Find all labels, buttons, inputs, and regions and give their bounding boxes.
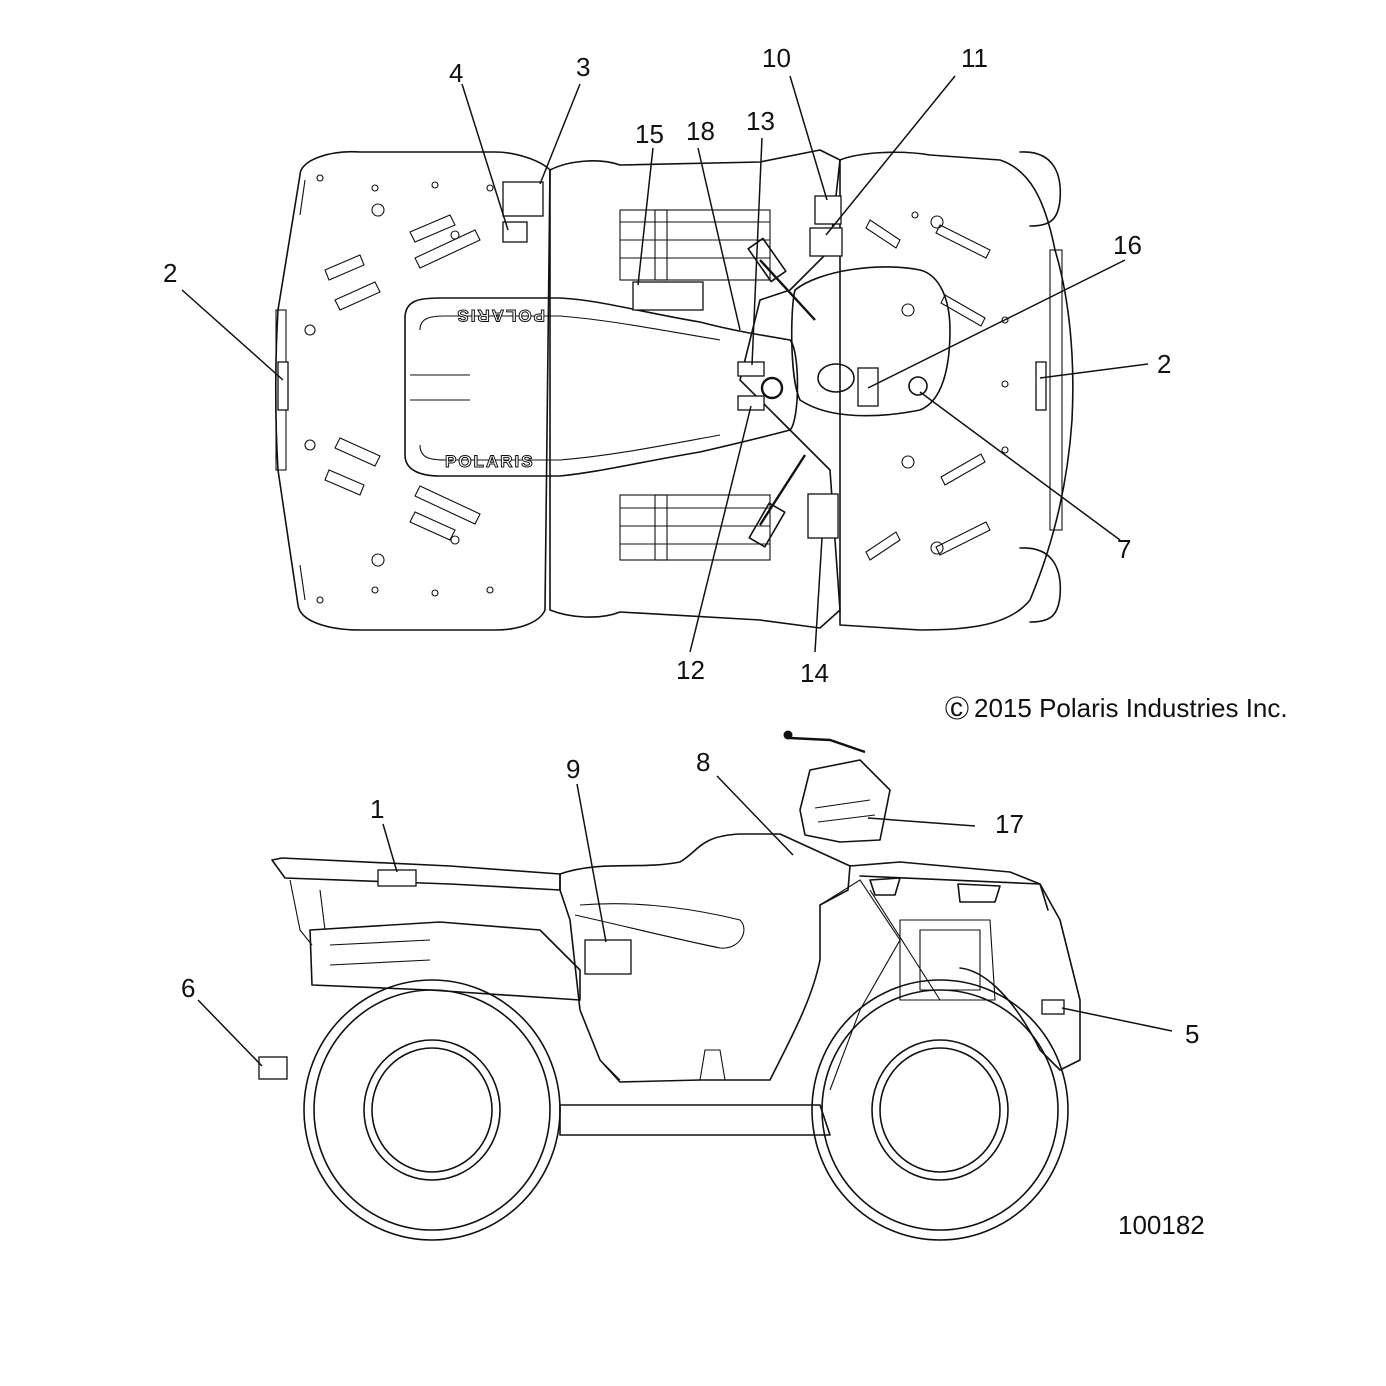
rear-fender-edge	[299, 179, 306, 601]
rear-fender-vents	[324, 214, 481, 541]
decal-6	[258, 1056, 288, 1080]
decal-11	[809, 227, 843, 257]
seat-inner	[419, 315, 721, 461]
callout-5: 5	[1185, 1019, 1199, 1049]
callout-15: 15	[635, 119, 664, 149]
footrest-top	[619, 209, 771, 281]
lower-frame	[559, 1104, 831, 1136]
footrest-bottom	[619, 494, 771, 561]
fuel-tank	[790, 266, 951, 417]
callout-8: 8	[696, 747, 710, 777]
top-view-leaders	[181, 75, 1149, 653]
fuel-gauge	[908, 376, 928, 396]
callout-2-left: 2	[163, 258, 177, 288]
grip-top	[747, 237, 787, 283]
gas-cap	[817, 363, 855, 393]
rear-fender-fasteners	[304, 174, 494, 604]
handlebar-top	[759, 259, 816, 321]
decal-2-right	[1035, 361, 1047, 411]
tire-front-bottom	[1019, 547, 1062, 623]
front-rack-edge	[859, 875, 1049, 911]
front-fender-fasteners	[901, 211, 1009, 555]
decal-13	[737, 361, 765, 377]
side-view-callouts: 1 9 8 17 6 5	[181, 747, 1199, 1049]
front-fender-vents	[865, 219, 991, 561]
decal-15-18	[632, 281, 704, 311]
headlight-lines	[814, 799, 876, 823]
copyright-symbol-circle	[945, 696, 969, 720]
front-bumper	[1049, 249, 1063, 531]
front-fender	[839, 151, 1074, 631]
top-view-callouts: 2 4 3 15 18 13 10 11 16 2 7 12 14	[163, 43, 1171, 688]
decal-14	[807, 493, 839, 539]
brand-mark-mirrored: POLARIS	[455, 306, 545, 325]
decal-5	[1041, 999, 1065, 1015]
decal-3	[502, 181, 544, 217]
decal-2-left	[277, 361, 289, 411]
side-view-leaders	[197, 775, 1173, 1067]
callout-16: 16	[1113, 230, 1142, 260]
rear-storage	[309, 921, 581, 1001]
callout-13: 13	[746, 106, 775, 136]
footwell	[599, 1049, 726, 1081]
front-body	[849, 861, 1081, 1071]
front-rack-slots	[869, 877, 1001, 903]
callout-14: 14	[800, 658, 829, 688]
decal-16	[857, 367, 879, 407]
rack-supports	[289, 879, 326, 946]
handlebar-side	[789, 736, 866, 754]
rear-wheel	[303, 979, 561, 1241]
callout-18: 18	[686, 116, 715, 146]
callout-1: 1	[370, 794, 384, 824]
copyright-text: 2015 Polaris Industries Inc.	[974, 693, 1288, 723]
callout-2-right: 2	[1157, 349, 1171, 379]
grip-end	[783, 730, 793, 740]
brand-mark-upright: POLARIS	[445, 452, 535, 471]
copyright-line: c 2015 Polaris Industries Inc.	[945, 692, 1288, 723]
callout-9: 9	[566, 754, 580, 784]
decal-12	[737, 395, 765, 411]
callout-7: 7	[1117, 534, 1131, 564]
side-view	[258, 730, 1081, 1241]
headlight-pod	[799, 759, 891, 843]
tire-front-top	[1019, 151, 1062, 227]
figure-number: 100182	[1118, 1210, 1205, 1240]
callout-10: 10	[762, 43, 791, 73]
callout-4: 4	[449, 58, 463, 88]
side-panel-curve	[574, 903, 745, 949]
storage-lines	[329, 939, 431, 966]
decal-4	[502, 221, 528, 243]
decal-9	[584, 939, 632, 975]
decal-1	[377, 869, 417, 887]
engine	[899, 919, 996, 1001]
callout-17: 17	[995, 809, 1024, 839]
callout-11: 11	[961, 43, 988, 73]
callout-6: 6	[181, 973, 195, 1003]
seat-side	[559, 833, 851, 1083]
handlebar-bottom	[758, 454, 807, 526]
copyright-symbol-c: c	[950, 692, 963, 722]
top-view: POLARIS POLARIS	[274, 149, 1074, 631]
callout-12: 12	[676, 655, 705, 685]
callout-3: 3	[576, 52, 590, 82]
front-wheel	[811, 979, 1069, 1241]
steering-post-ring	[760, 376, 784, 400]
decal-10	[814, 195, 842, 225]
grip-bottom	[748, 502, 786, 548]
body-center	[549, 149, 841, 629]
seat-rear-lines	[410, 374, 470, 401]
front-frame	[819, 879, 941, 1091]
